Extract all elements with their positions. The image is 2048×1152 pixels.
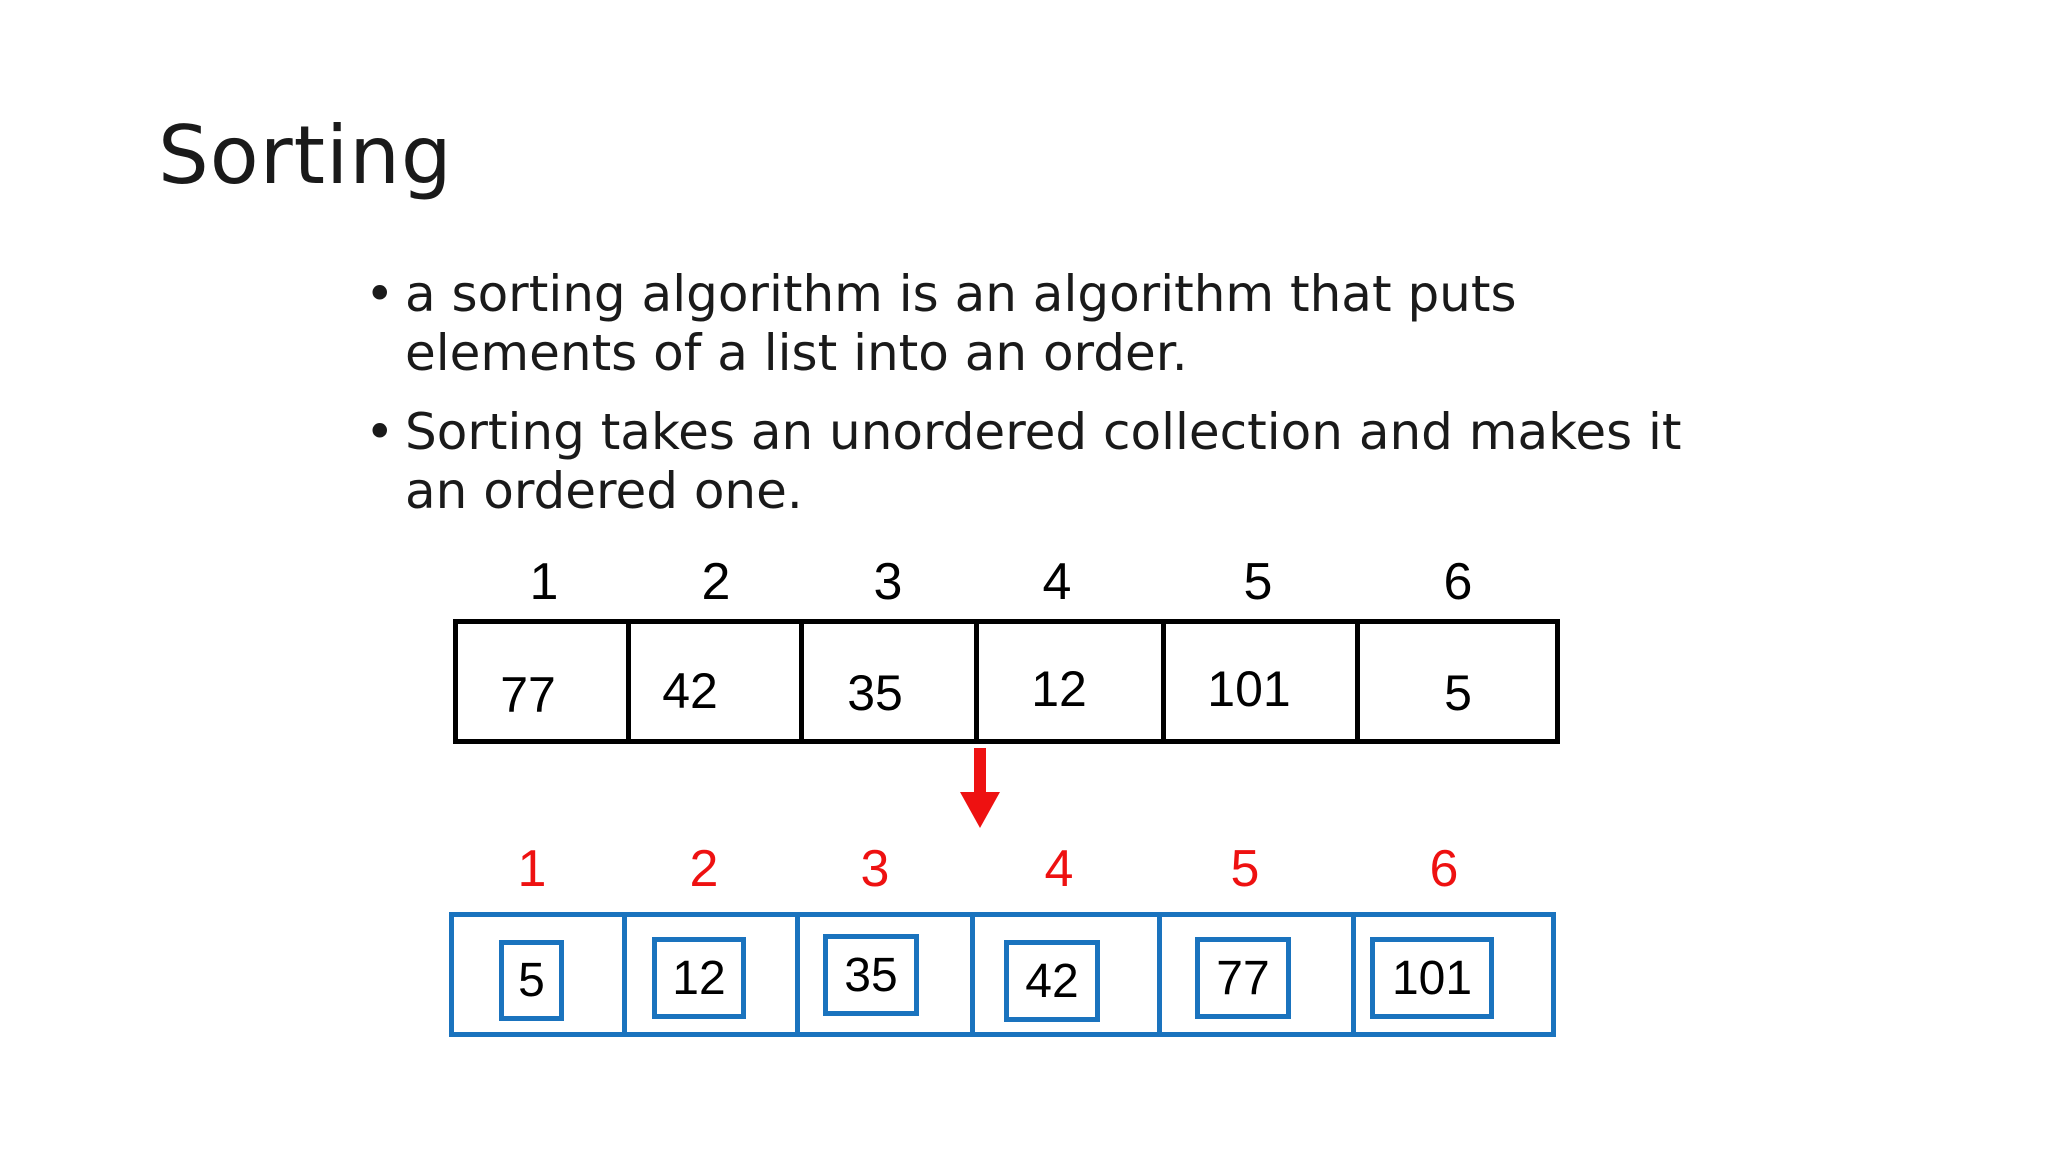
unsorted-index-label: 6 xyxy=(1443,553,1473,611)
unsorted-index-label: 3 xyxy=(873,553,903,611)
sorted-index-label: 6 xyxy=(1429,840,1459,898)
sorted-value-box: 42 xyxy=(1004,940,1100,1022)
sorted-index-label: 1 xyxy=(517,840,547,898)
sorted-value-box: 12 xyxy=(652,937,746,1019)
sorted-cell xyxy=(1351,912,1556,1037)
bullet-line: a sorting algorithm is an algorithm that… xyxy=(405,265,1517,323)
unsorted-value: 5 xyxy=(1444,665,1472,721)
sorted-index-label: 2 xyxy=(689,840,719,898)
bullet-line: an ordered one. xyxy=(405,462,803,520)
bullet-line: Sorting takes an unordered collection an… xyxy=(405,403,1682,461)
slide-title: Sorting xyxy=(158,109,453,202)
unsorted-index-label: 4 xyxy=(1042,553,1072,611)
sorted-index-label: 4 xyxy=(1044,840,1074,898)
unsorted-index-label: 5 xyxy=(1243,553,1273,611)
sorted-value-box: 35 xyxy=(823,934,919,1016)
sorted-value-box: 5 xyxy=(499,940,564,1021)
unsorted-cell xyxy=(1355,619,1560,744)
sorted-value-box: 101 xyxy=(1370,937,1494,1019)
sorted-index-label: 5 xyxy=(1230,840,1260,898)
bullet-item: Sorting takes an unordered collection an… xyxy=(365,403,1765,521)
unsorted-value: 101 xyxy=(1207,661,1291,717)
unsorted-value: 12 xyxy=(1031,661,1087,717)
arrow-down-icon xyxy=(960,748,1000,828)
unsorted-value: 42 xyxy=(662,663,718,719)
unsorted-index-label: 1 xyxy=(529,553,559,611)
sorted-index-label: 3 xyxy=(860,840,890,898)
bullet-list: a sorting algorithm is an algorithm that… xyxy=(365,265,1765,541)
unsorted-value: 77 xyxy=(500,667,556,723)
sorted-value-box: 77 xyxy=(1195,937,1291,1019)
bullet-item: a sorting algorithm is an algorithm that… xyxy=(365,265,1765,383)
unsorted-index-label: 2 xyxy=(701,553,731,611)
bullet-line: elements of a list into an order. xyxy=(405,324,1188,382)
unsorted-value: 35 xyxy=(847,665,903,721)
